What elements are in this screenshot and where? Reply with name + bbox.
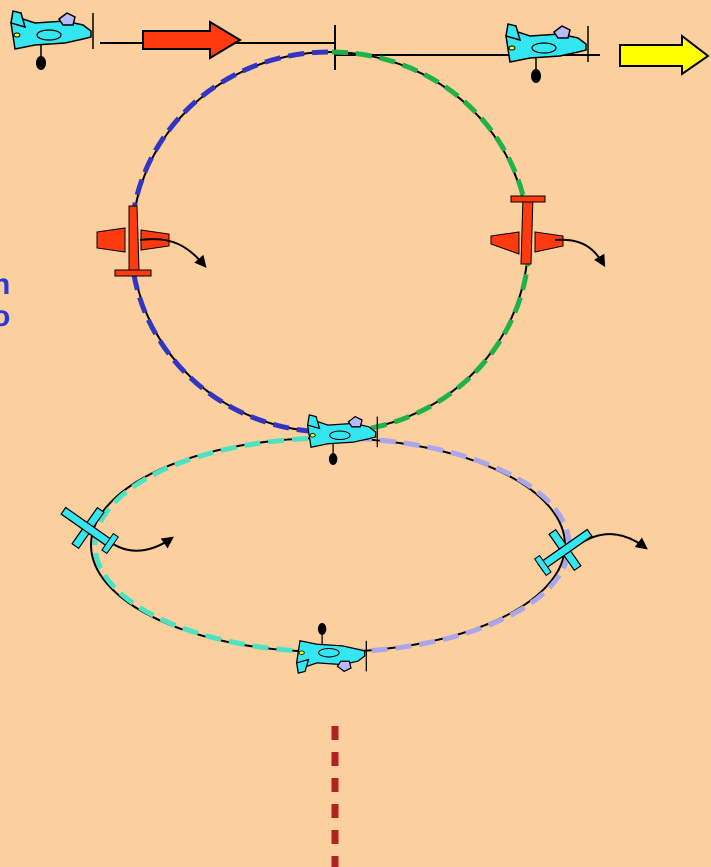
upper-left-red-plane-icon bbox=[96, 205, 170, 277]
upper-loop-right-dashed-path bbox=[329, 49, 532, 435]
inverted-plane-icon bbox=[295, 622, 367, 674]
upper-left-rotation-arrow-icon bbox=[139, 238, 207, 268]
partial-text-line-1: n bbox=[0, 268, 11, 301]
lower-loop-right-dashed-path bbox=[331, 435, 572, 655]
lower-left-banked-plane-icon bbox=[60, 506, 120, 555]
exit-plane-icon bbox=[505, 23, 589, 84]
lower-right-banked-plane-icon bbox=[533, 528, 593, 577]
exit-arrow-icon bbox=[619, 33, 710, 76]
entry-arrow-icon bbox=[142, 20, 242, 60]
entry-plane-icon bbox=[10, 10, 94, 71]
upper-loop bbox=[128, 49, 532, 435]
lower-left-rotation-arrow-icon bbox=[109, 536, 174, 552]
upper-loop-left-dashed-path bbox=[128, 49, 331, 435]
upper-right-red-plane-icon bbox=[490, 195, 564, 265]
lower-loop bbox=[90, 435, 572, 655]
partial-text-line-2: o bbox=[0, 300, 11, 333]
upper-right-rotation-arrow-icon bbox=[554, 238, 606, 268]
lower-loop-left-dashed-path bbox=[92, 435, 333, 655]
